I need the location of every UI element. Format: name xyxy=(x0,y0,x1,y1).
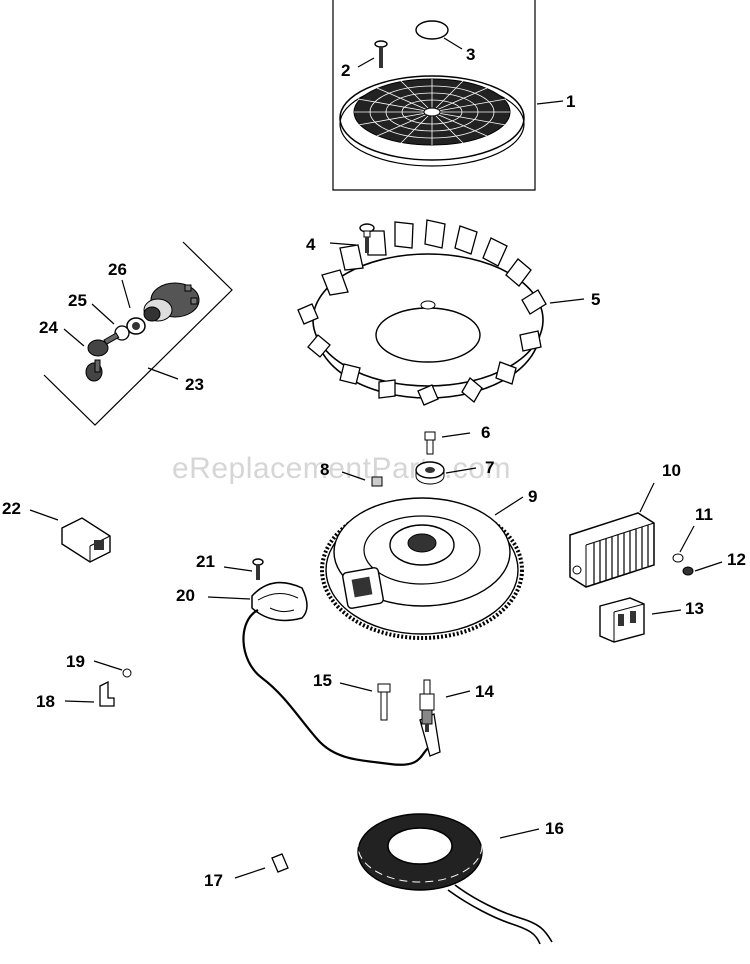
part-15-bolt xyxy=(377,683,391,721)
part-14-spark-plug xyxy=(419,679,435,732)
callout-5: 5 xyxy=(591,290,600,309)
callout-17: 17 xyxy=(204,871,223,890)
part-4-screw xyxy=(359,223,375,253)
callout-4: 4 xyxy=(306,235,316,254)
callout-16: 16 xyxy=(545,819,564,838)
callout-9: 9 xyxy=(528,487,537,506)
part-1-bracket xyxy=(332,0,536,191)
part-22-connector xyxy=(61,517,111,563)
callout-18: 18 xyxy=(36,692,55,711)
part-17-clip xyxy=(271,853,289,873)
callout-19: 19 xyxy=(66,652,85,671)
callout-6: 6 xyxy=(481,423,490,442)
watermark-text: eReplacementParts.com xyxy=(172,452,511,485)
part-2-screw xyxy=(374,40,388,68)
callout-10: 10 xyxy=(662,461,681,480)
callout-15: 15 xyxy=(313,671,332,690)
callout-8: 8 xyxy=(320,460,329,479)
part-12-screw xyxy=(682,566,694,576)
part-10-regulator xyxy=(569,512,655,588)
part-18-bracket xyxy=(99,680,115,707)
part-13-connector xyxy=(599,597,645,643)
part-24-keys xyxy=(85,332,120,382)
part-11-washer xyxy=(672,553,684,563)
callout-22: 22 xyxy=(2,499,21,518)
callout-25: 25 xyxy=(68,291,87,310)
part-16-stator xyxy=(357,809,553,945)
callout-3: 3 xyxy=(466,45,475,64)
part-23-keyswitch-group xyxy=(43,241,233,426)
part-21-screw xyxy=(252,558,264,580)
part-9-flywheel xyxy=(320,497,524,640)
part-7-washer xyxy=(415,461,445,485)
callout-11: 11 xyxy=(695,505,713,524)
callout-26: 26 xyxy=(108,260,127,279)
leader-lines xyxy=(29,37,723,879)
part-23-bracket xyxy=(43,241,233,426)
callout-14: 14 xyxy=(475,682,494,701)
part-19-nut xyxy=(122,668,132,678)
part-6-bolt xyxy=(424,431,436,455)
callout-13: 13 xyxy=(685,599,704,618)
part-3-decal xyxy=(415,20,449,40)
part-5-fan xyxy=(297,219,547,406)
callout-12: 12 xyxy=(727,550,746,569)
callout-20: 20 xyxy=(176,586,195,605)
callout-1: 1 xyxy=(566,92,575,111)
callout-7: 7 xyxy=(485,458,494,477)
callout-2: 2 xyxy=(341,61,350,80)
part-8-key xyxy=(371,476,383,487)
part-1-screen-group xyxy=(332,0,536,191)
callout-24: 24 xyxy=(39,318,58,337)
callout-23: 23 xyxy=(185,375,204,394)
callout-21: 21 xyxy=(196,552,215,571)
